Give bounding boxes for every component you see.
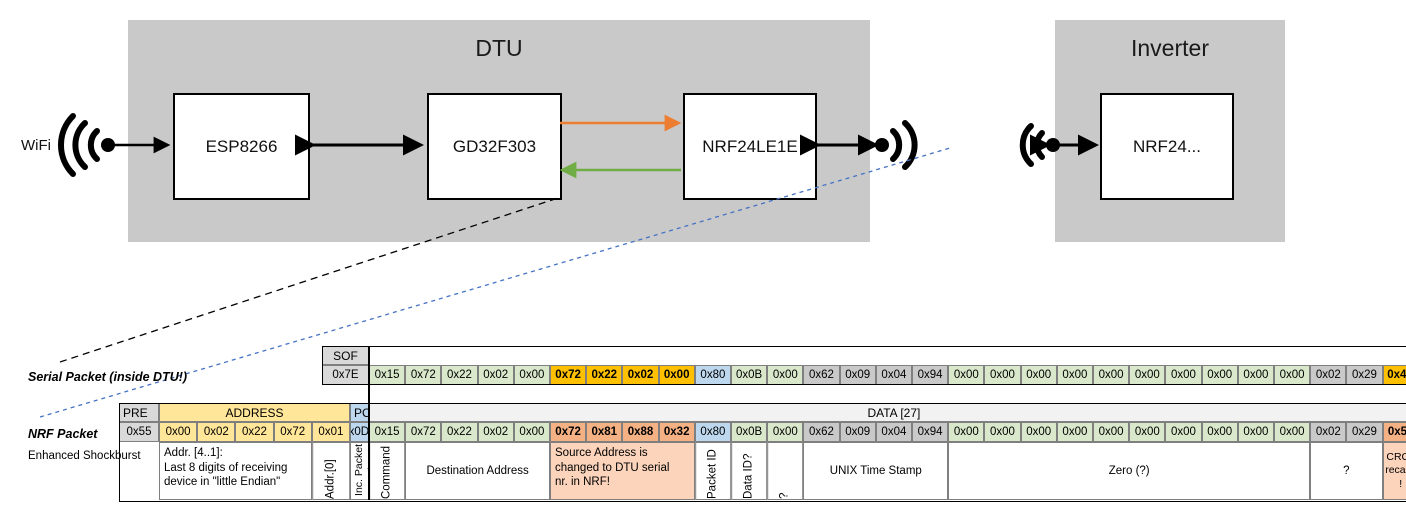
desc-address-0: Addr.[0] [311,442,350,500]
nrf-byte-14: 0x04 [875,422,912,442]
nrf-byte-17: 0x00 [984,422,1021,442]
serial-byte-17: 0x00 [984,365,1021,385]
nrf-byte-23: 0x00 [1201,422,1238,442]
chip-nrf24le1e: NRF24LE1E [683,93,817,200]
chip-gd32f303: GD32F303 [427,93,562,200]
desc-crc8: CRC8recalc.! [1382,442,1406,500]
serial-byte-22: 0x00 [1165,365,1202,385]
serial-byte-6: 0x22 [586,365,623,385]
serial-byte-24: 0x00 [1237,365,1274,385]
serial-byte-25: 0x00 [1274,365,1311,385]
serial-byte-8: 0x00 [658,365,695,385]
nrf-address-byte-4: 0x01 [311,422,350,442]
nrf-pcf-byte: 0x0DA [350,422,369,442]
desc-command: Command [369,442,406,500]
nrf-address-byte-1: 0x02 [197,422,236,442]
serial-byte-23: 0x00 [1201,365,1238,385]
serial-byte-5: 0x72 [550,365,587,385]
nrf-data-header: DATA [27] [369,403,1406,422]
nrf-address-byte-2: 0x22 [235,422,274,442]
desc-data-id: Data ID? [731,442,768,500]
desc-unknown-1: ? [767,442,804,500]
chip-esp8266: ESP8266 [173,93,310,200]
dtu-title: DTU [475,35,523,61]
nrf-address-byte-3: 0x72 [273,422,312,442]
nrf-byte-8: 0x32 [658,422,695,442]
serial-byte-14: 0x04 [875,365,912,385]
nrf-byte-13: 0x09 [839,422,876,442]
nrf-byte-28: 0x55 [1382,422,1406,442]
serial-byte-19: 0x00 [1056,365,1093,385]
nrf-byte-27: 0x29 [1346,422,1383,442]
serial-byte-4: 0x00 [513,365,550,385]
desc-unix-time-stamp: UNIX Time Stamp [803,442,949,500]
serial-byte-2: 0x22 [441,365,478,385]
serial-byte-20: 0x00 [1093,365,1130,385]
nrf-byte-20: 0x00 [1093,422,1130,442]
nrf-byte-11: 0x00 [767,422,804,442]
serial-byte-1: 0x72 [405,365,442,385]
nrf-byte-7: 0x88 [622,422,659,442]
packet-tables: Serial Packet (inside DTU!) NRF Packet E… [0,340,1406,523]
serial-byte-7: 0x02 [622,365,659,385]
enhanced-shockburst-label: Enhanced Shockburst [28,450,141,462]
serial-packet-label: Serial Packet (inside DTU!) [28,370,188,384]
nrf-byte-18: 0x00 [1020,422,1057,442]
nrf-byte-16: 0x00 [948,422,985,442]
desc-address-4-1: Addr. [4..1]:Last 8 digits of receiving … [159,442,312,500]
nrf-pre-byte: 0x55 [119,422,159,442]
nrf-byte-12: 0x62 [803,422,840,442]
payload-alignment-line-left [367,346,370,500]
nrf-byte-4: 0x00 [513,422,550,442]
serial-byte-10: 0x0B [731,365,768,385]
nrf-byte-26: 0x02 [1310,422,1347,442]
nrf-byte-21: 0x00 [1129,422,1166,442]
nrf-packet-label: NRF Packet [28,427,98,441]
inverter-title: Inverter [1131,35,1209,61]
serial-byte-16: 0x00 [948,365,985,385]
serial-byte-0: 0x15 [369,365,406,385]
block-diagram: DTU Inverter ESP8266 GD32F303 NRF24LE1E … [21,20,1285,242]
serial-byte-13: 0x09 [839,365,876,385]
nrf-byte-22: 0x00 [1165,422,1202,442]
wifi-label: WiFi [21,137,51,154]
serial-byte-26: 0x02 [1310,365,1347,385]
nrf-address-byte-0: 0x00 [159,422,198,442]
nrf-byte-0: 0x15 [369,422,406,442]
nrf-byte-10: 0x0B [731,422,768,442]
nrf-byte-19: 0x00 [1056,422,1093,442]
desc-unknown-2: ? [1310,442,1383,500]
serial-sof-byte: 0x7E [322,365,369,385]
serial-byte-15: 0x94 [912,365,949,385]
nrf-byte-5: 0x72 [550,422,587,442]
desc-packet-id: Packet ID [694,442,731,500]
serial-byte-21: 0x00 [1129,365,1166,385]
serial-byte-18: 0x00 [1020,365,1057,385]
serial-byte-27: 0x29 [1346,365,1383,385]
nrf-byte-15: 0x94 [912,422,949,442]
serial-byte-11: 0x00 [767,365,804,385]
desc-packet-length: 9 Bit!Inc. PacketLength [350,442,369,500]
desc-destination-address: Destination Address [405,442,550,500]
serial-sof-header: SOF [322,346,369,365]
nrf-byte-3: 0x02 [477,422,514,442]
nrf-byte-24: 0x00 [1237,422,1274,442]
desc-zero: Zero (?) [948,442,1311,500]
nrf-byte-9: 0x80 [694,422,731,442]
serial-byte-28: 0x4E [1382,365,1406,385]
serial-byte-9: 0x80 [694,365,731,385]
nrf-pre-header: PRE [119,403,159,422]
nrf-pcf-header: PCF [350,403,369,422]
nrf-byte-2: 0x22 [441,422,478,442]
serial-byte-3: 0x02 [477,365,514,385]
serial-byte-12: 0x62 [803,365,840,385]
chip-nrf24: NRF24... [1100,93,1234,200]
nrf-byte-6: 0x81 [586,422,623,442]
nrf-byte-25: 0x00 [1274,422,1311,442]
nrf-address-header: ADDRESS [159,403,350,422]
nrf-byte-1: 0x72 [405,422,442,442]
